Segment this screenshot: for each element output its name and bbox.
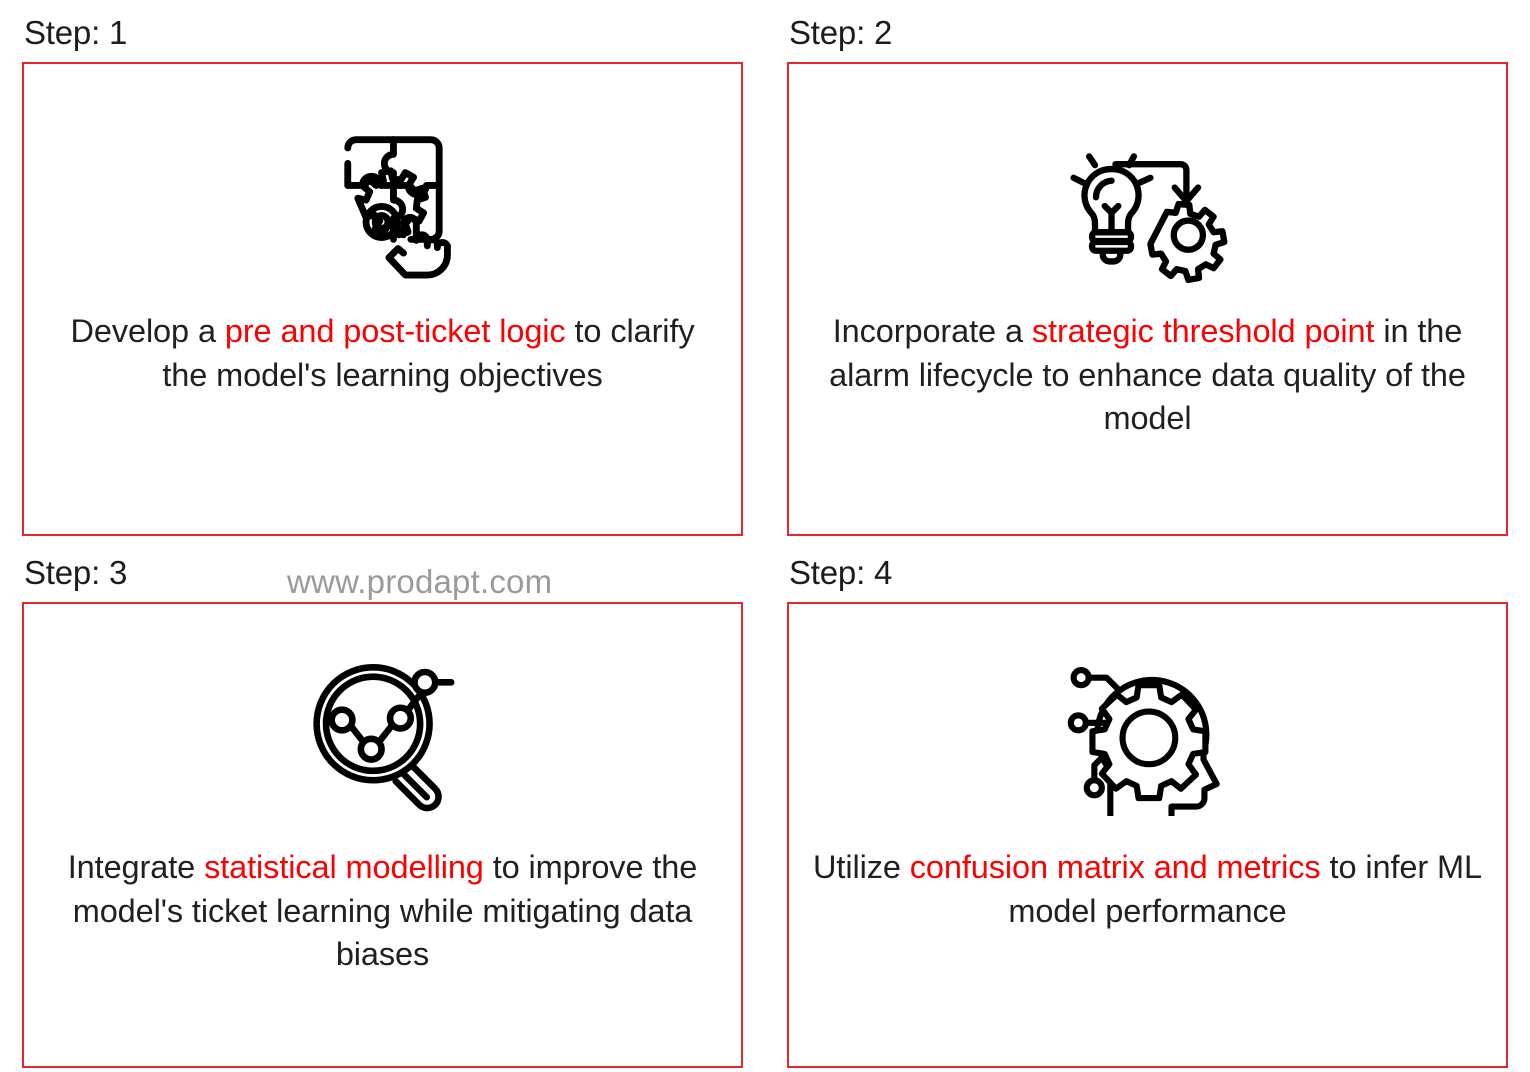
step-cell-3: Step: 3 (0, 540, 765, 1072)
puzzle-gear-hand-icon (295, 126, 470, 286)
step-caption-2: Incorporate a strategic threshold point … (811, 310, 1485, 441)
step-label-2: Step: 2 (789, 14, 893, 51)
step-label-1: Step: 1 (24, 14, 128, 51)
step-card-1[interactable]: Develop a pre and post-ticket logic to c… (22, 62, 743, 536)
caption-part: to clarify the model's learning objectiv… (162, 313, 695, 393)
step-label-4: Step: 4 (789, 554, 893, 591)
step-cell-4: Step: 4 (765, 540, 1530, 1072)
caption-part: in the alarm lifecycle to enhance data q… (829, 313, 1466, 437)
step-cell-2: Step: 2 (765, 0, 1530, 540)
caption-highlight: confusion matrix and metrics (909, 849, 1321, 885)
caption-part: Develop a (70, 313, 225, 349)
caption-part: Integrate (67, 849, 205, 885)
caption-highlight: statistical modelling (204, 849, 484, 885)
caption-part: Incorporate a (832, 313, 1032, 349)
head-gear-ai-icon (1060, 656, 1235, 816)
caption-part: to infer ML model performance (1008, 849, 1482, 929)
caption-highlight: strategic threshold point (1031, 313, 1375, 349)
caption-part: Utilize (813, 849, 910, 885)
step-caption-1: Develop a pre and post-ticket logic to c… (46, 310, 720, 397)
step-cell-1: Step: 1 (0, 0, 765, 540)
caption-highlight: pre and post-ticket logic (224, 313, 566, 349)
magnifier-linechart-icon (295, 656, 470, 816)
step-card-3[interactable]: Integrate statistical modelling to impro… (22, 602, 743, 1068)
step-caption-4: Utilize confusion matrix and metrics to … (811, 846, 1485, 933)
caption-part: to improve the model's ticket learning w… (72, 849, 698, 973)
lightbulb-gear-arrow-icon (1060, 126, 1235, 286)
step-card-2[interactable]: Incorporate a strategic threshold point … (787, 62, 1508, 536)
step-card-4[interactable]: Utilize confusion matrix and metrics to … (787, 602, 1508, 1068)
step-label-3: Step: 3 (24, 554, 128, 591)
step-caption-3: Integrate statistical modelling to impro… (46, 846, 720, 977)
